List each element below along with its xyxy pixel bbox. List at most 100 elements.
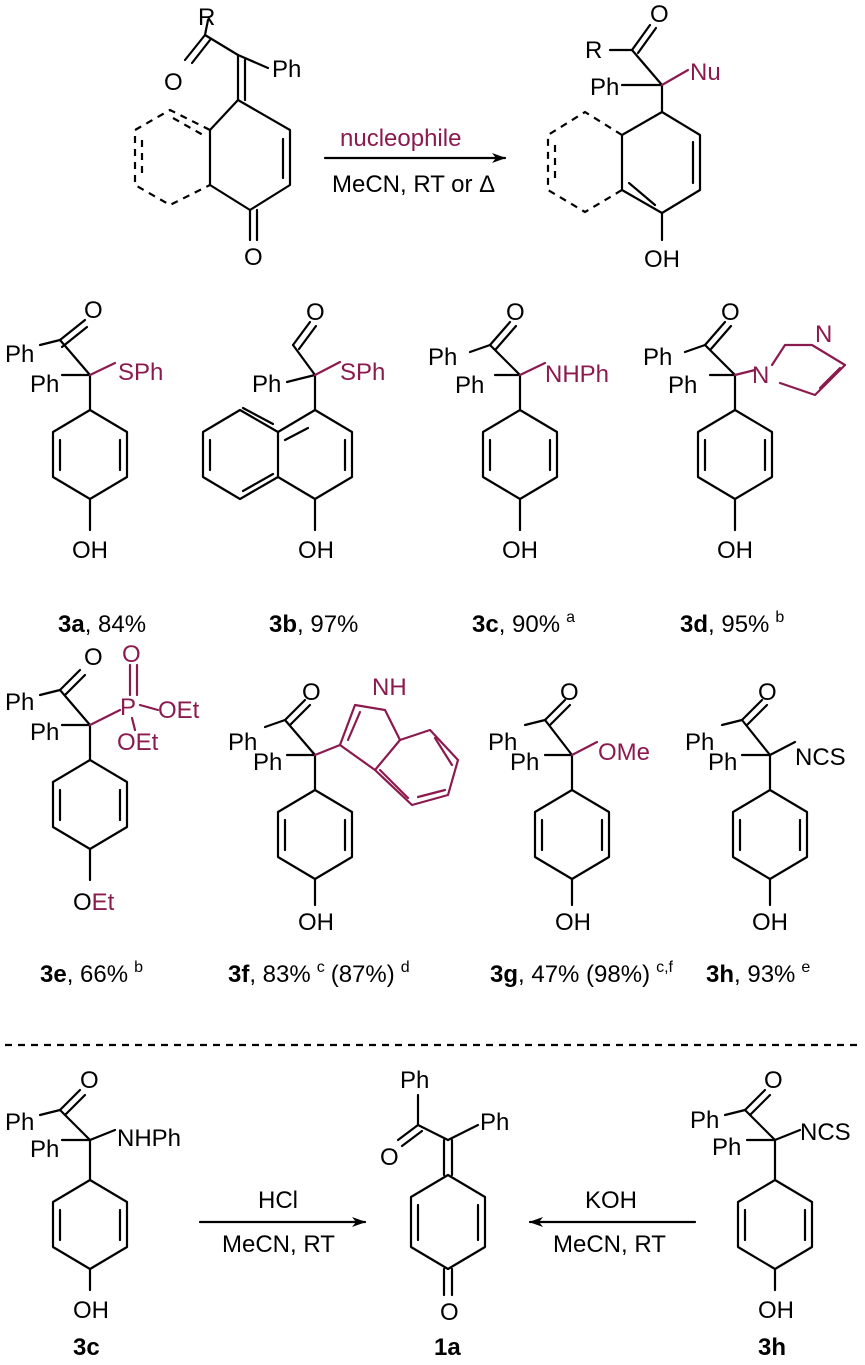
compound-3a: Ph Ph O SPh OH 3a, 84%	[5, 297, 163, 638]
compound-label: 3b, 97%	[269, 611, 358, 638]
compound-3c-bottom: Ph Ph O NHPh OH 3c	[5, 1067, 181, 1361]
reaction-arrow: nucleophile MeCN, RT or Δ	[323, 125, 507, 198]
oh-label: OH	[502, 537, 538, 564]
compound-3c: Ph Ph O NHPh OH 3c, 90%a	[428, 299, 609, 638]
ph-label: Ph	[5, 1109, 34, 1136]
o-label: O	[302, 679, 321, 706]
compound-label: 3h	[758, 1334, 786, 1361]
compound-3d: Ph Ph O N N OH 3d, 95%b	[643, 299, 847, 638]
oh-label: OH	[752, 909, 788, 936]
nu-label: NCS	[795, 744, 846, 771]
ph-label: Ph	[685, 729, 714, 756]
compound-3e: Ph Ph O P O OEt OEt OEt 3e, 66%b	[5, 641, 200, 988]
ph-label: Ph	[488, 729, 517, 756]
ph-label: Ph	[590, 74, 619, 101]
ph-label: Ph	[30, 719, 59, 746]
oh-label: OH	[298, 909, 334, 936]
compound-label: 3d, 95%b	[680, 609, 784, 638]
oh-label: OH	[73, 1297, 109, 1324]
compound-3h: Ph Ph O NCS OH 3h, 93%e	[685, 679, 846, 988]
reaction-arrow-hcl: HCl MeCN, RT	[198, 1187, 367, 1258]
ph-label: Ph	[272, 56, 301, 83]
nu-label-2: N	[815, 321, 832, 348]
o-label: O	[560, 679, 579, 706]
oet-substituent: OEt	[73, 889, 115, 916]
compound-label: 3f, 83%c(87%)d	[228, 959, 410, 988]
compound-3g: Ph Ph O OMe OH 3g, 47% (98%)c,f	[488, 679, 674, 988]
ph-label: Ph	[30, 371, 59, 398]
nu-label: SPh	[340, 359, 385, 386]
ph-label: Ph	[690, 1107, 719, 1134]
nu-label: N	[752, 362, 769, 389]
nu-label: NHPh	[545, 361, 609, 388]
nu-label: NHPh	[117, 1125, 181, 1152]
ph-label: Ph	[668, 372, 697, 399]
o-label: O	[380, 1144, 399, 1171]
r-label: R	[198, 4, 215, 31]
ph-label: Ph	[228, 729, 257, 756]
nh-label: NH	[372, 674, 407, 701]
conditions-label: MeCN, RT or Δ	[332, 171, 495, 198]
ph-label: Ph	[455, 372, 484, 399]
oh-label: OH	[758, 1297, 794, 1324]
reaction-arrow-koh: KOH MeCN, RT	[528, 1187, 697, 1258]
reagent-label: HCl	[258, 1187, 298, 1214]
o-label: O	[80, 1067, 99, 1094]
product-general: R O Ph Nu OH	[546, 1, 721, 273]
o-label: O	[721, 299, 740, 326]
ph-label: Ph	[712, 1134, 741, 1161]
compound-3f: Ph Ph O NH OH 3f, 83%c(87%)d	[228, 674, 460, 988]
compound-label: 3a, 84%	[58, 611, 146, 638]
compound-label: 1a	[434, 1334, 461, 1361]
reagent-label: nucleophile	[340, 125, 461, 152]
starting-material: R O Ph O	[133, 4, 301, 271]
ph-label: Ph	[253, 749, 282, 776]
ph-label: Ph	[252, 371, 281, 398]
compound-label: 3h, 93%e	[706, 959, 810, 988]
o-label: O	[758, 679, 777, 706]
oh-label: OH	[717, 537, 753, 564]
compound-1a: Ph Ph O O 1a	[380, 1067, 509, 1361]
nu-label: SPh	[118, 359, 163, 386]
oh-label: OH	[298, 537, 334, 564]
o-label: O	[84, 644, 103, 671]
o-label: O	[306, 299, 325, 326]
o-label: O	[506, 299, 525, 326]
compound-3b: Ph O SPh OH 3b, 97%	[201, 299, 385, 638]
o-label: O	[84, 297, 103, 324]
oet-label: OEt	[117, 729, 159, 756]
compound-label: 3e, 66%b	[40, 959, 143, 988]
o-label: O	[244, 244, 263, 271]
ph-label: Ph	[400, 1067, 429, 1094]
ph-label: Ph	[5, 689, 34, 716]
oh-label: OH	[72, 537, 108, 564]
o-label: O	[764, 1067, 783, 1094]
reagent-label: KOH	[585, 1187, 637, 1214]
conditions-label: MeCN, RT	[222, 1231, 335, 1258]
compound-label: 3c	[73, 1334, 100, 1361]
conditions-label: MeCN, RT	[553, 1231, 666, 1258]
o-label: O	[164, 69, 183, 96]
o-label: O	[650, 1, 669, 28]
oh-label: OH	[555, 909, 591, 936]
nu-label: P	[120, 694, 136, 721]
compound-label: 3g, 47% (98%)c,f	[490, 959, 674, 988]
o-label: O	[440, 1299, 459, 1326]
oh-label: OH	[644, 246, 680, 273]
nu-label: Nu	[690, 59, 721, 86]
ph-label: Ph	[510, 749, 539, 776]
compound-label: 3c, 90%a	[472, 609, 575, 638]
p-oxo-label: O	[122, 641, 141, 668]
nu-label: NCS	[800, 1119, 851, 1146]
nu-label: OMe	[598, 739, 650, 766]
ph-label: Ph	[643, 344, 672, 371]
ph-label: Ph	[428, 344, 457, 371]
oet-label: OEt	[158, 697, 200, 724]
ph-label: Ph	[30, 1136, 59, 1163]
compound-3h-bottom: Ph Ph O NCS OH 3h	[690, 1067, 851, 1361]
ph-label: Ph	[708, 749, 737, 776]
ph-label: Ph	[5, 341, 34, 368]
ph-label: Ph	[480, 1109, 509, 1136]
r-label: R	[585, 37, 602, 64]
